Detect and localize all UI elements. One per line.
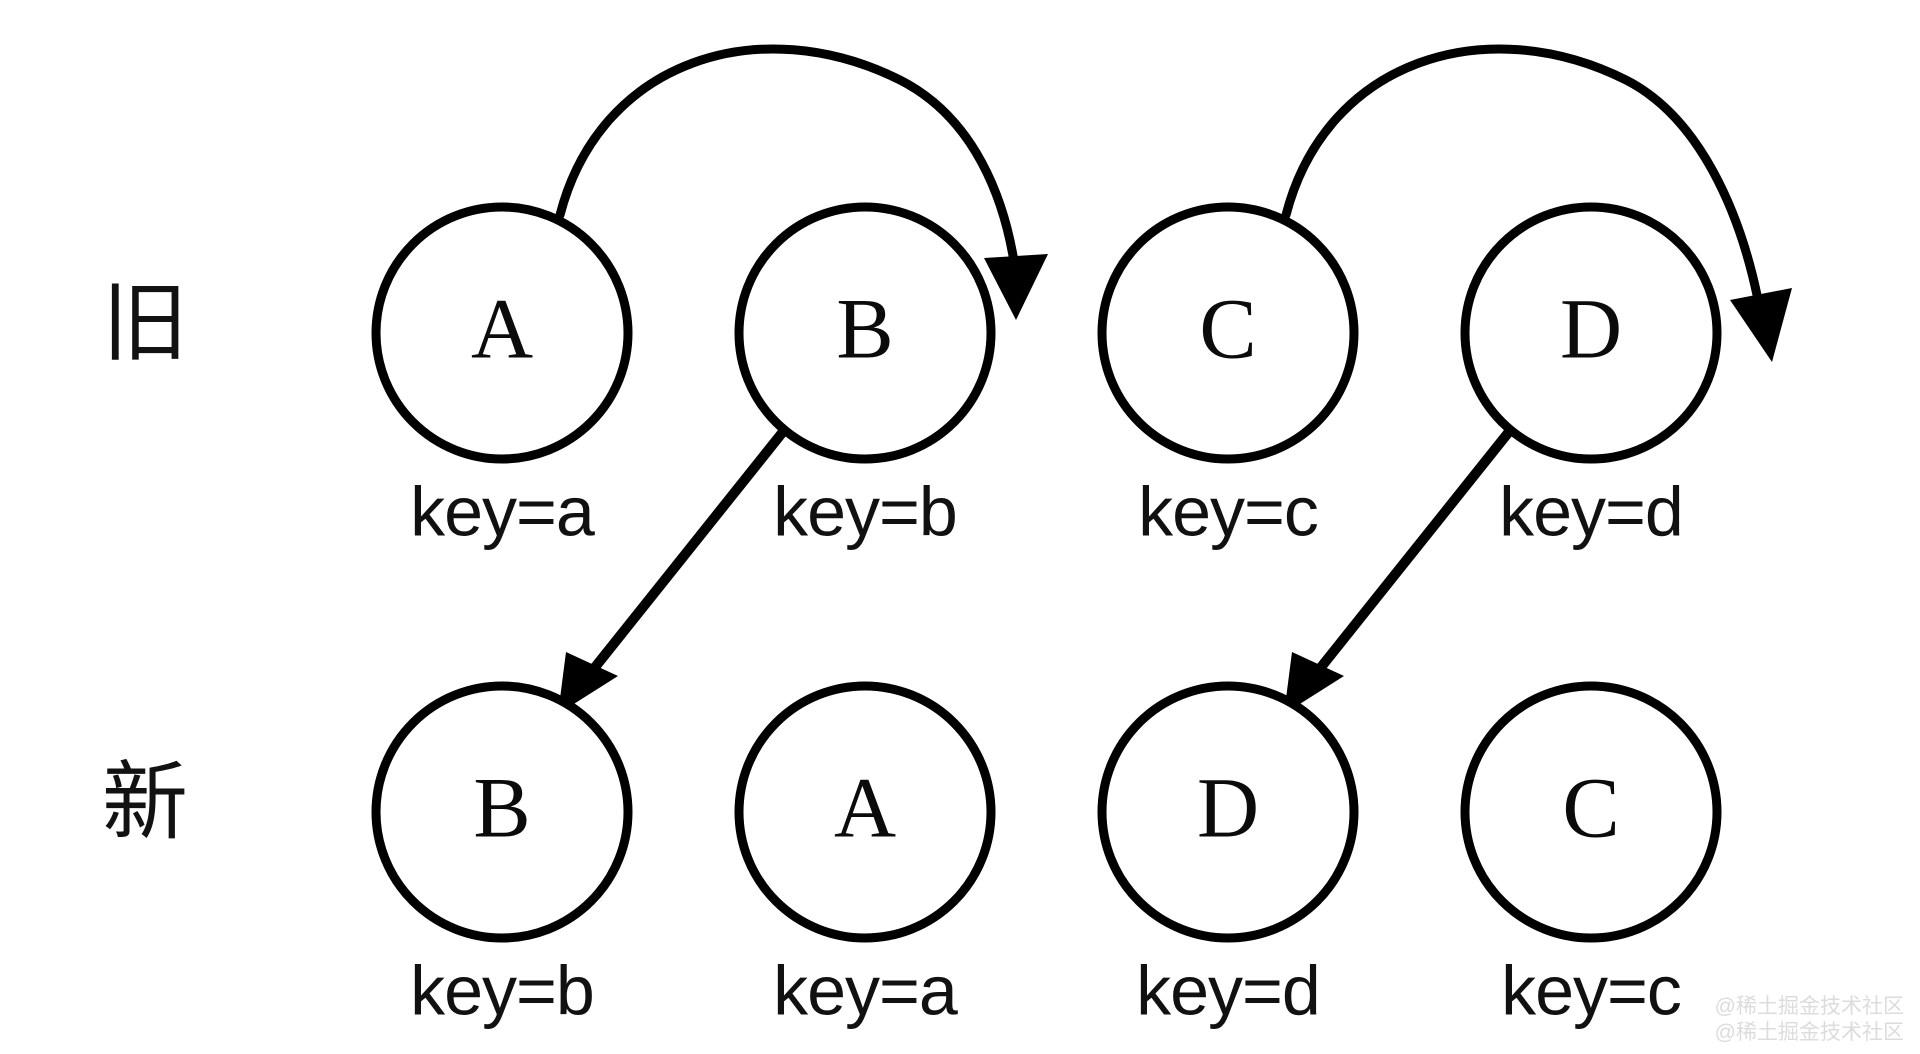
arc-a-to-right-of-b: [555, 44, 1048, 320]
node-old-a-letter: A: [471, 281, 533, 377]
arc-a-to-right-of-b-path: [555, 44, 1020, 273]
node-old-c[interactable]: C key=c: [1097, 202, 1359, 550]
node-old-b-key: key=b: [773, 472, 957, 550]
node-new-d[interactable]: D key=d: [1097, 681, 1359, 1029]
node-new-a[interactable]: A key=a: [734, 681, 996, 1029]
arc-c-to-right-of-d: [1281, 44, 1792, 362]
node-new-c-key: key=c: [1501, 951, 1681, 1029]
line-b-to-new-b: [558, 424, 790, 714]
node-new-b-circle[interactable]: [371, 681, 633, 943]
node-new-b-letter: B: [473, 760, 530, 856]
node-old-c-key: key=c: [1138, 472, 1318, 550]
node-old-c-circle[interactable]: [1097, 202, 1359, 464]
node-new-c-circle[interactable]: [1460, 681, 1722, 943]
watermark-line-1: @稀土掘金技术社区: [1714, 994, 1904, 1018]
node-old-d-circle[interactable]: [1460, 202, 1722, 464]
node-new-a-circle[interactable]: [734, 681, 996, 943]
node-new-d-circle[interactable]: [1097, 681, 1359, 943]
arc-c-to-right-of-d-arrowhead: [1730, 288, 1792, 362]
line-b-to-new-b-arrowhead: [558, 652, 618, 714]
node-new-c-letter: C: [1562, 760, 1619, 856]
node-old-d[interactable]: D key=d: [1460, 202, 1722, 550]
row-label-new: 新: [102, 755, 188, 851]
arc-c-to-right-of-d-path: [1281, 44, 1762, 300]
node-old-d-key: key=d: [1499, 472, 1683, 550]
watermark: @稀土掘金技术社区 @稀土掘金技术社区: [1715, 994, 1904, 1047]
node-new-a-letter: A: [834, 760, 896, 856]
line-b-to-new-b-shaft: [584, 424, 790, 680]
node-new-c[interactable]: C key=c: [1460, 681, 1722, 1029]
arc-a-to-right-of-b-arrowhead: [984, 254, 1048, 320]
row-label-old: 旧: [102, 276, 188, 372]
node-old-b-circle[interactable]: [734, 202, 996, 464]
line-d-to-new-d-shaft: [1310, 424, 1516, 680]
node-new-a-key: key=a: [773, 951, 958, 1029]
node-new-b-key: key=b: [410, 951, 594, 1029]
line-d-to-new-d-arrowhead: [1284, 652, 1344, 714]
node-old-a-circle[interactable]: [371, 202, 633, 464]
node-old-a[interactable]: A key=a: [371, 202, 633, 550]
node-old-b-letter: B: [836, 281, 893, 377]
watermark-line-2: @稀土掘金技术社区: [1714, 1020, 1904, 1044]
node-new-d-key: key=d: [1136, 951, 1320, 1029]
node-old-c-letter: C: [1199, 281, 1256, 377]
node-old-a-key: key=a: [410, 472, 595, 550]
line-d-to-new-d: [1284, 424, 1516, 714]
node-old-d-letter: D: [1560, 281, 1622, 377]
node-new-d-letter: D: [1197, 760, 1259, 856]
node-old-b[interactable]: B key=b: [734, 202, 996, 550]
node-new-b[interactable]: B key=b: [371, 681, 633, 1029]
